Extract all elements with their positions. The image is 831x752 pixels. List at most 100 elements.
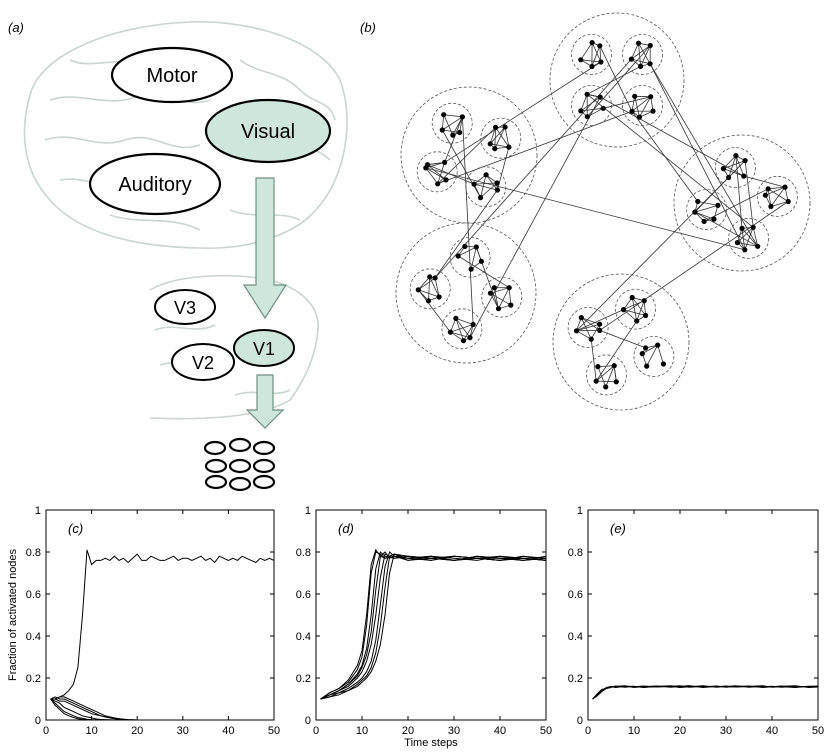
network-node (660, 361, 667, 367)
network-link (485, 174, 498, 191)
network-node (648, 94, 654, 100)
module-level-2 (549, 12, 685, 148)
module-level-1 (622, 85, 663, 126)
cortical-columns (203, 437, 276, 492)
network-link (580, 96, 601, 112)
network-link (631, 45, 651, 60)
network-node (634, 318, 640, 324)
network-link (504, 126, 510, 148)
y-tick-label: 0.4 (26, 631, 41, 643)
module-level-1 (481, 276, 523, 318)
network-link (437, 162, 445, 184)
panel-label: (d) (338, 521, 354, 536)
network-link (576, 309, 624, 332)
network-link (455, 318, 474, 325)
network-node (436, 294, 442, 300)
series-line (50, 696, 129, 721)
y-tick-label: 0.8 (296, 547, 311, 559)
y-tick-label: 0.2 (296, 673, 311, 685)
network-link (586, 66, 641, 95)
module-level-1 (686, 189, 727, 231)
network-node (639, 351, 645, 357)
network-node (647, 61, 653, 67)
network-node (424, 162, 431, 168)
network-node (638, 63, 644, 69)
network-node (600, 105, 606, 111)
network-node (506, 144, 512, 150)
region-visual-label: Visual (241, 121, 295, 143)
x-tick-label: 50 (540, 725, 552, 737)
network-node (578, 57, 584, 63)
network-node (726, 174, 732, 181)
network-link (450, 324, 474, 333)
network-node (442, 159, 448, 165)
y-axis-label: Fraction of activated nodes (7, 548, 19, 681)
network-node (425, 298, 432, 304)
network-link (580, 42, 593, 61)
network-link (576, 330, 592, 340)
network-node (443, 177, 449, 183)
y-tick-label: 0 (305, 715, 311, 727)
module-level-2 (552, 273, 690, 411)
x-tick-label: 20 (674, 725, 686, 737)
network-node (471, 181, 477, 187)
network-node (620, 307, 627, 313)
network-link (434, 277, 440, 298)
x-tick-label: 0 (313, 725, 319, 737)
network-link (631, 297, 646, 316)
network-link (767, 188, 772, 207)
y-tick-label: 1 (577, 505, 583, 517)
network-node (629, 294, 635, 301)
network-node (578, 315, 584, 321)
hierarchical-network (395, 12, 811, 411)
network-link (576, 323, 600, 332)
network-node (598, 59, 604, 65)
network-link (631, 58, 651, 65)
network-link (646, 344, 659, 367)
network-node (715, 202, 721, 208)
network-node (415, 287, 421, 293)
plot-frame (315, 509, 547, 721)
network-link (587, 45, 651, 117)
network-link (591, 42, 602, 63)
module-level-1 (567, 307, 609, 348)
network-link (631, 297, 638, 322)
module-level-2 (395, 222, 537, 364)
network-link (703, 188, 769, 222)
network-link (490, 143, 509, 148)
network-link (631, 96, 651, 112)
network-link (462, 116, 474, 325)
network-node (427, 274, 433, 280)
x-tick-label: 50 (812, 725, 824, 737)
network-link (581, 317, 600, 331)
x-tick-label: 40 (494, 725, 506, 737)
arrow-down-small (245, 374, 285, 429)
network-node (734, 240, 741, 246)
network-link (475, 246, 499, 309)
network-link (428, 276, 431, 301)
network-node (768, 203, 774, 210)
module-level-1 (480, 117, 522, 159)
region-motor-label: Motor (146, 65, 197, 87)
network-node (584, 114, 590, 120)
network-node (647, 42, 653, 49)
y-tick-label: 0.8 (568, 547, 583, 559)
network-link (463, 324, 474, 341)
series-line (50, 698, 115, 721)
network-link (418, 277, 436, 291)
network-link (450, 331, 464, 342)
network-node (457, 129, 463, 136)
network-node (473, 244, 479, 250)
module-level-2 (673, 134, 811, 272)
area-v1-label: V1 (253, 339, 275, 359)
module-level-1 (449, 236, 491, 278)
y-tick-label: 0.2 (568, 673, 583, 685)
module-level-2 (400, 86, 538, 224)
panel-label: (c) (68, 521, 83, 536)
y-tick-label: 0.2 (26, 673, 41, 685)
x-tick-label: 30 (720, 725, 732, 737)
network-link (489, 126, 506, 145)
network-link (638, 43, 651, 64)
